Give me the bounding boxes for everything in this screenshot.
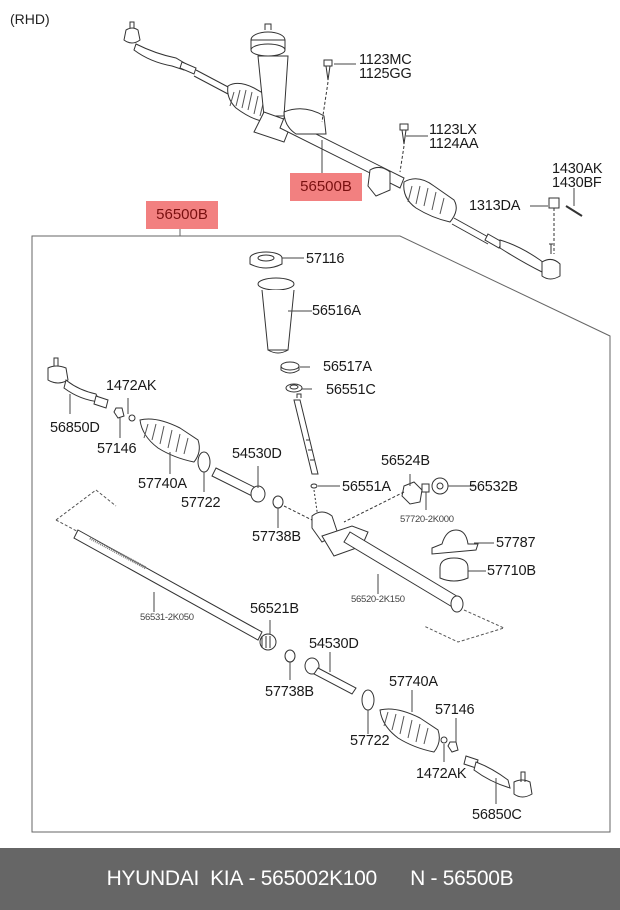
top-pinion-housing-icon bbox=[250, 23, 293, 143]
right-nut-57146-icon bbox=[447, 741, 459, 753]
part-label-1123MC[interactable]: 1123MC bbox=[359, 52, 412, 68]
left-tie-rod-end-56850D-icon bbox=[47, 357, 109, 409]
assembly-bracket-outline bbox=[31, 228, 611, 833]
part-label-57722-left[interactable]: 57722 bbox=[181, 495, 221, 511]
left-inner-rod-54530D-icon bbox=[211, 467, 266, 503]
variant-label: (RHD) bbox=[10, 11, 50, 27]
part-label-57740A-left[interactable]: 57740A bbox=[138, 476, 187, 492]
spring-56521B-icon bbox=[259, 633, 277, 651]
locknut-57720-icon bbox=[421, 483, 430, 493]
footer-n-value: 56500B bbox=[442, 867, 514, 890]
part-label-1430BF[interactable]: 1430BF bbox=[552, 175, 602, 191]
left-washer-57738B-icon bbox=[272, 495, 313, 521]
leader-lines bbox=[69, 257, 497, 804]
plug-56532B-icon bbox=[431, 477, 449, 495]
right-tie-rod-end-56850C-icon bbox=[463, 755, 533, 798]
top-leader-lines bbox=[321, 63, 575, 207]
part-label-56517A[interactable]: 56517A bbox=[323, 359, 372, 375]
left-boot-57740A-icon bbox=[139, 418, 200, 463]
part-label-56524B[interactable]: 56524B bbox=[381, 453, 430, 469]
part-label-56532B[interactable]: 56532B bbox=[469, 479, 518, 495]
part-label-56520-2K150[interactable]: 56520-2K150 bbox=[351, 594, 405, 605]
part-label-57740A-right[interactable]: 57740A bbox=[389, 674, 438, 690]
part-label-1125GG[interactable]: 1125GG bbox=[359, 66, 412, 82]
part-label-1472AK-left[interactable]: 1472AK bbox=[106, 378, 157, 394]
part-label-57720-2K000[interactable]: 57720-2K000 bbox=[400, 514, 454, 525]
part-label-57722-right[interactable]: 57722 bbox=[350, 733, 390, 749]
part-label-57146-right[interactable]: 57146 bbox=[435, 702, 475, 718]
part-label-57787[interactable]: 57787 bbox=[496, 535, 536, 551]
part-label-1472AK-right[interactable]: 1472AK bbox=[416, 766, 467, 782]
top-castle-nut-icon bbox=[548, 197, 560, 254]
footer-part-number: 565002K100 bbox=[260, 867, 377, 890]
part-label-57710B[interactable]: 57710B bbox=[487, 563, 536, 579]
right-washer-57738B-icon bbox=[284, 649, 296, 663]
right-ring-1472AK-icon bbox=[440, 736, 448, 744]
assembly-callout-top[interactable]: 56500B bbox=[290, 173, 362, 201]
diagram-artwork bbox=[31, 21, 611, 833]
left-band-57722-icon bbox=[197, 451, 211, 473]
housing-56516A-icon bbox=[257, 277, 295, 354]
right-band-57722-icon bbox=[361, 689, 375, 711]
left-nut-57146-icon bbox=[113, 407, 125, 419]
top-right-tie-rod-end-icon bbox=[451, 217, 561, 280]
part-label-56521B[interactable]: 56521B bbox=[250, 601, 299, 617]
part-label-1123LX[interactable]: 1123LX bbox=[429, 122, 477, 138]
part-label-57738B-left[interactable]: 57738B bbox=[252, 529, 301, 545]
top-steering-rack-assembly bbox=[123, 21, 583, 280]
top-right-boot-icon bbox=[403, 178, 457, 223]
footer-separator: - bbox=[243, 867, 261, 890]
yoke-56524B-icon bbox=[343, 481, 423, 523]
bush-57710B-icon bbox=[439, 557, 469, 582]
part-label-57116[interactable]: 57116 bbox=[306, 251, 345, 267]
part-label-56516A[interactable]: 56516A bbox=[312, 303, 361, 319]
footer-separator-2: - bbox=[425, 867, 443, 890]
right-boot-57740A-icon bbox=[379, 708, 440, 753]
bearing-56551A-icon bbox=[310, 483, 319, 519]
part-label-56850D[interactable]: 56850D bbox=[50, 420, 100, 436]
part-label-1430AK[interactable]: 1430AK bbox=[552, 161, 603, 177]
rack-bar-56531-icon bbox=[55, 489, 263, 641]
part-label-1313DA[interactable]: 1313DA bbox=[469, 198, 521, 214]
parts-diagram: (RHD) 56500B 56500B 1123MC 1125GG 1123LX… bbox=[10, 11, 611, 833]
top-rack-tube-icon bbox=[279, 108, 405, 197]
left-ring-1472AK-icon bbox=[128, 414, 136, 422]
pinion-shaft-icon bbox=[293, 393, 319, 475]
footer-bar: HYUNDAI KIA - 565002K100 N - 56500B bbox=[0, 848, 620, 910]
top-left-tie-rod-end-icon bbox=[123, 21, 231, 95]
nut-56551C-icon bbox=[285, 383, 303, 393]
rack-housing-56520-icon bbox=[311, 511, 464, 613]
part-label-56531-2K050[interactable]: 56531-2K050 bbox=[140, 612, 194, 623]
footer-n-label: N bbox=[410, 867, 426, 890]
right-inner-rod-54530D-icon bbox=[304, 657, 357, 695]
top-bolt-1-icon bbox=[321, 59, 333, 123]
part-label-56850C[interactable]: 56850C bbox=[472, 807, 522, 823]
part-label-56551C[interactable]: 56551C bbox=[326, 382, 376, 398]
top-bolt-2-icon bbox=[399, 123, 409, 173]
part-label-54530D-left[interactable]: 54530D bbox=[232, 446, 282, 462]
top-cotter-pin-icon bbox=[565, 205, 583, 217]
rack-extension-dashes bbox=[423, 609, 506, 643]
part-label-1124AA[interactable]: 1124AA bbox=[429, 136, 479, 152]
clamp-57787-icon bbox=[431, 529, 479, 555]
part-label-57146-left[interactable]: 57146 bbox=[97, 441, 137, 457]
footer-brand: HYUNDAI KIA bbox=[106, 867, 244, 890]
seal-56517A-icon bbox=[280, 361, 300, 374]
part-label-54530D-right[interactable]: 54530D bbox=[309, 636, 359, 652]
part-label-57738B-right[interactable]: 57738B bbox=[265, 684, 314, 700]
top-left-boot-icon bbox=[227, 82, 272, 123]
cap-57116-icon bbox=[249, 251, 283, 269]
part-label-56551A[interactable]: 56551A bbox=[342, 479, 391, 495]
footer-gap bbox=[377, 867, 410, 891]
assembly-callout-bracket[interactable]: 56500B bbox=[146, 201, 218, 229]
